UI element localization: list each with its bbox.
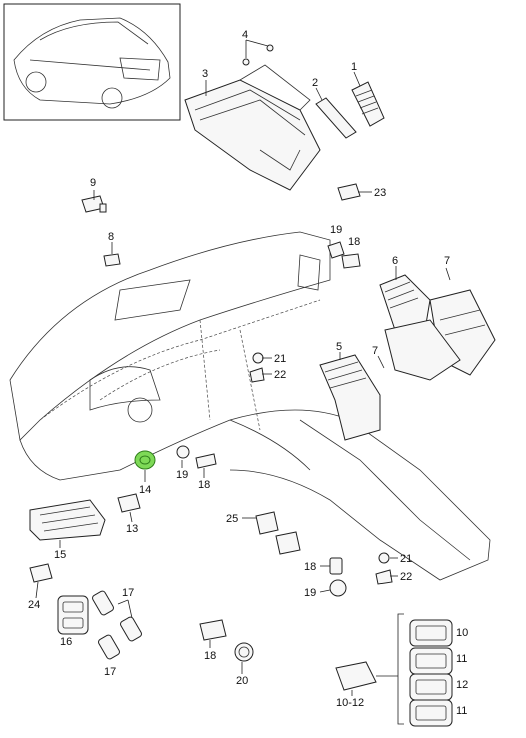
callout-10a: 10 <box>456 627 468 639</box>
part-18-bottom <box>199 619 227 641</box>
bulb-group-center <box>176 445 217 469</box>
dashboard-outline <box>9 231 491 581</box>
callout-9: 9 <box>90 177 96 189</box>
switch-part-16 <box>57 595 89 635</box>
callout-18c: 18 <box>304 561 316 573</box>
socket-part-25 <box>255 511 301 555</box>
sensor-part-9 <box>81 195 107 213</box>
callout-18b: 18 <box>198 479 210 491</box>
switch-part-13 <box>117 493 141 513</box>
panel-part-15 <box>29 499 106 541</box>
sensor-group-mid <box>249 352 265 383</box>
callout-22b: 22 <box>400 571 412 583</box>
callout-16: 16 <box>60 636 72 648</box>
callout-11a: 11 <box>456 653 467 665</box>
side-vent-part-6 <box>379 274 496 381</box>
vent-part-5 <box>319 354 381 441</box>
switch-variants-bracket <box>376 613 453 727</box>
bulb-group-lower <box>329 557 347 597</box>
callout-7b: 7 <box>372 345 378 357</box>
callout-labels: 1 2 3 4 9 23 8 19 18 6 7 5 7 21 22 19 18… <box>28 29 468 717</box>
screw-part-4 <box>242 44 274 66</box>
callout-21a: 21 <box>274 353 286 365</box>
center-vent-assembly <box>184 64 321 191</box>
callout-2: 2 <box>312 77 318 89</box>
callout-10-12: 10-12 <box>336 697 364 709</box>
callout-21b: 21 <box>400 553 412 565</box>
sensor-part-23 <box>337 183 361 201</box>
switch-part-17-group <box>92 590 142 660</box>
callout-17b: 17 <box>104 666 116 678</box>
callout-19a: 19 <box>330 224 342 236</box>
callout-13: 13 <box>126 523 138 535</box>
callout-19c: 19 <box>304 587 316 599</box>
callout-3: 3 <box>202 68 208 80</box>
highlighted-part-14[interactable] <box>134 450 156 470</box>
switch-part-24 <box>29 563 53 583</box>
callout-12: 12 <box>456 679 468 691</box>
callout-20: 20 <box>236 675 248 687</box>
part-20-bottom <box>234 642 254 662</box>
callout-17a: 17 <box>122 587 134 599</box>
vehicle-thumbnail <box>3 3 181 121</box>
callout-4: 4 <box>242 29 248 41</box>
trim-strip-part-2 <box>315 97 357 139</box>
callout-15: 15 <box>54 549 66 561</box>
bulb-group-upper <box>327 241 361 269</box>
callout-5: 5 <box>336 341 342 353</box>
vent-grille-part-1 <box>351 81 385 127</box>
callout-18a: 18 <box>348 236 360 248</box>
callout-8: 8 <box>108 231 114 243</box>
callout-19b: 19 <box>176 469 188 481</box>
callout-6: 6 <box>392 255 398 267</box>
sensor-group-lower <box>375 552 393 585</box>
callout-18d: 18 <box>204 650 216 662</box>
leader-lines <box>35 39 451 696</box>
callout-25: 25 <box>226 513 238 525</box>
callout-22a: 22 <box>274 369 286 381</box>
callout-1: 1 <box>351 61 357 73</box>
callout-11b: 11 <box>456 705 467 717</box>
switch-part-10-12 <box>335 661 377 691</box>
callout-14: 14 <box>139 484 151 496</box>
callout-7a: 7 <box>444 255 450 267</box>
callout-23: 23 <box>374 187 386 199</box>
sensor-part-8 <box>103 253 121 267</box>
callout-24: 24 <box>28 599 40 611</box>
